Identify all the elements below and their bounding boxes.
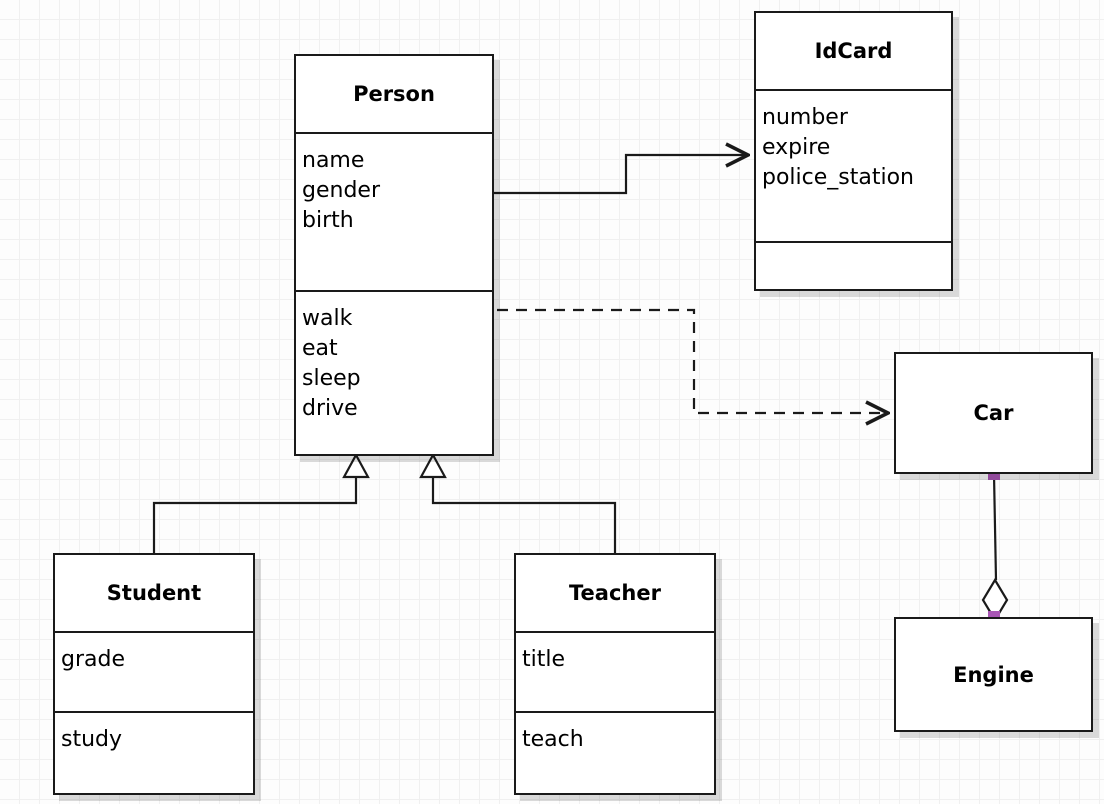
operation-row: drive <box>302 396 358 421</box>
class-box-car[interactable]: Car <box>894 352 1093 474</box>
class-name-engine: Engine <box>953 662 1034 687</box>
attribute-row: number <box>762 105 848 130</box>
attribute-row: name <box>302 148 365 173</box>
attribute-row: gender <box>302 178 380 203</box>
edge-student-person[interactable] <box>152 452 370 553</box>
operation-row: study <box>61 727 123 752</box>
operations-compartment-person: walk eat sleep drive <box>296 290 492 454</box>
operation-row: eat <box>302 336 338 361</box>
edge-teacher-person[interactable] <box>419 452 617 553</box>
attribute-row: grade <box>61 647 125 672</box>
edge-car-engine[interactable] <box>981 473 1009 623</box>
attributes-compartment-teacher: title <box>516 631 714 711</box>
class-name-car: Car <box>973 401 1014 425</box>
operation-row: sleep <box>302 366 361 391</box>
attributes-compartment-idcard: number expire police_station <box>756 89 951 241</box>
attribute-row: police_station <box>762 165 914 190</box>
operations-compartment-student: study <box>55 711 253 793</box>
class-box-idcard[interactable]: IdCard number expire police_station <box>754 11 953 291</box>
operations-compartment-idcard <box>756 241 951 289</box>
class-box-student[interactable]: Student grade study <box>53 553 255 795</box>
operation-row: walk <box>302 306 353 331</box>
attributes-compartment-student: grade <box>55 631 253 711</box>
attributes-compartment-person: name gender birth <box>296 132 492 290</box>
class-name-teacher: Teacher <box>569 581 661 605</box>
class-box-person[interactable]: Person name gender birth walk eat sleep … <box>294 54 494 456</box>
attribute-row: birth <box>302 208 354 233</box>
class-box-engine[interactable]: Engine <box>894 617 1093 732</box>
class-name-student: Student <box>106 581 202 605</box>
attribute-row: title <box>522 647 566 672</box>
edge-person-idcard[interactable] <box>494 155 748 195</box>
class-name-idcard: IdCard <box>814 39 893 63</box>
attribute-row: expire <box>762 135 831 160</box>
operations-compartment-teacher: teach <box>516 711 714 793</box>
edge-person-car[interactable] <box>497 308 888 413</box>
class-name-person: Person <box>353 82 435 106</box>
operation-row: teach <box>522 727 584 752</box>
class-box-teacher[interactable]: Teacher title teach <box>514 553 716 795</box>
